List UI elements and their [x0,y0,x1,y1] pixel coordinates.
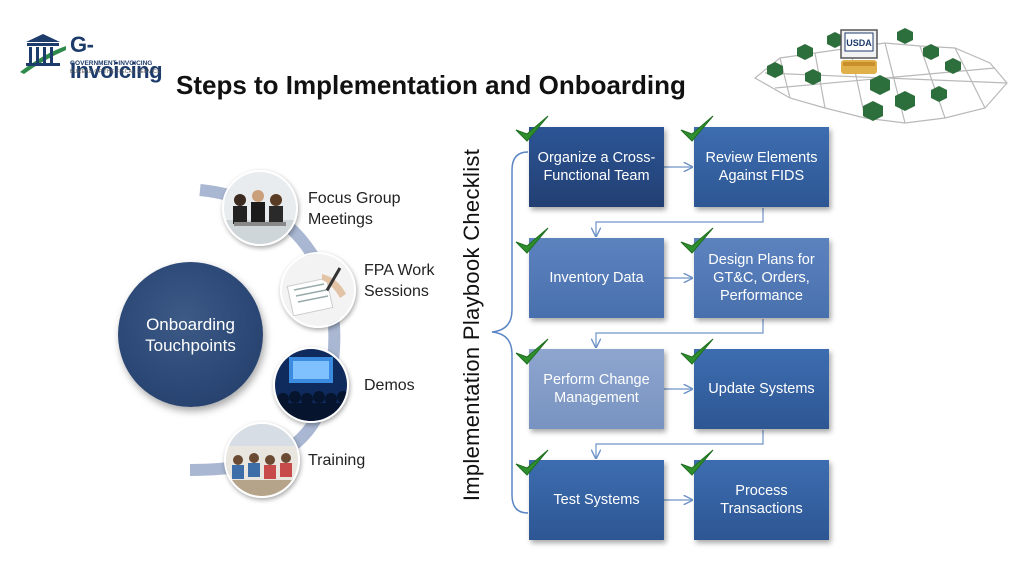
step-label: Design Plans for GT&C, Orders, Performan… [708,252,815,304]
checkmark-icon [515,227,549,254]
logo-subtitle: GOVERNMENT INVOICING [70,60,153,67]
treasury-building-icon [20,34,66,74]
checklist-brace [491,151,528,514]
page-title: Steps to Implementation and Onboarding [176,70,686,100]
classroom-icon [226,424,298,496]
touchpoint-label-fpa: FPA Work Sessions [364,262,435,300]
checkmark-icon [680,449,714,476]
logo-brand: G-Invoicing [70,32,163,83]
onboarding-touchpoints-circle: Onboarding Touchpoints [118,262,263,407]
step-label: Process Transactions [720,483,803,517]
logo-agency: BUREAU OF THE FISCAL SERVICE [70,69,161,75]
meeting-people-icon [224,172,296,244]
checkmark-icon [515,115,549,142]
step-inventory-data: Inventory Data [529,238,664,318]
step-update-systems: Update Systems [694,349,829,429]
step-label: Test Systems [553,492,640,508]
g-invoicing-logo: G-Invoicing GOVERNMENT INVOICING BUREAU … [18,28,168,88]
checkmark-icon [515,338,549,365]
presentation-audience-icon [275,349,347,421]
training-photo [224,422,300,498]
step-perform-change: Perform Change Management [529,349,664,429]
checkmark-icon [680,338,714,365]
touchpoint-label-demos: Demos [364,377,415,394]
step-test-systems: Test Systems [529,460,664,540]
paperwork-icon [282,254,354,326]
checklist-vertical-label: Implementation Playbook Checklist [459,148,484,502]
touchpoint-label-training: Training [308,452,366,469]
touchpoint-label-focus-group: Focus Group Meetings [308,190,401,228]
demos-photo [273,347,349,423]
usda-badge-text: USDA [846,38,872,48]
step-label: Inventory Data [549,270,644,286]
step-label: Organize a Cross-Functional Team [537,150,656,184]
step-process-transactions: Process Transactions [694,460,829,540]
usda-network-graphic: USDA [753,28,1008,124]
checkmark-icon [680,227,714,254]
step-review-elements: Review Elements Against FIDS [694,127,829,207]
step-label: Review Elements Against FIDS [705,150,818,184]
step-label: Update Systems [708,381,815,397]
onboarding-center-label: Onboarding Touchpoints [145,314,236,355]
checkmark-icon [680,115,714,142]
step-design-plans: Design Plans for GT&C, Orders, Performan… [694,238,829,318]
step-organize-team: Organize a Cross-Functional Team [529,127,664,207]
step-label: Perform Change Management [543,372,650,406]
checkmark-icon [515,449,549,476]
focus-group-photo [222,170,298,246]
fpa-work-photo [280,252,356,328]
